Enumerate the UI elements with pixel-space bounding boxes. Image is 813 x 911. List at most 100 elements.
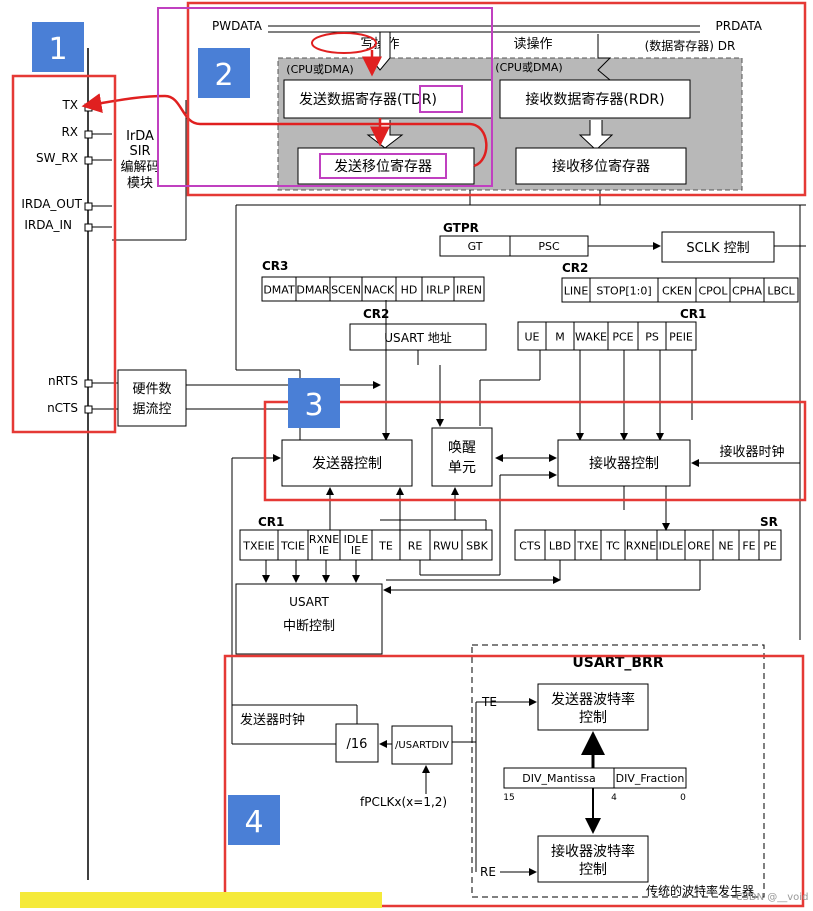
section-2-inner-frame — [157, 7, 493, 187]
bit-0-label: 0 — [680, 793, 686, 803]
flow-control-label-2: 据流控 — [132, 402, 171, 417]
badge-1-text: 1 — [48, 32, 67, 67]
sr-cell-1 — [544, 529, 576, 561]
cr2-cell-4 — [729, 277, 765, 303]
cr3-cell-5 — [421, 276, 455, 302]
badge-4-text: 4 — [244, 805, 263, 840]
badge-3: 3 — [288, 378, 340, 428]
cr3-bit-label-6: IREN — [456, 284, 482, 297]
sr-cell-7 — [712, 529, 740, 561]
irda-label-1: IrDA — [126, 129, 154, 144]
cr3-bit-label-3: NACK — [364, 284, 395, 297]
cr3-cell-3 — [361, 276, 397, 302]
tx-data-path-arrow — [81, 93, 488, 168]
gtpr-gt-label: GT — [468, 240, 483, 253]
sr-cell-0 — [514, 529, 546, 561]
pin-ncts-label: nCTS — [47, 401, 78, 415]
bit-4-label: 4 — [611, 793, 617, 803]
cr1-top-bit-label-5: PEIE — [669, 331, 693, 344]
cr1-bottom-bit-label-0: TXEIE — [242, 540, 274, 553]
pin-tx-label: TX — [61, 98, 78, 112]
cr1-top-cell-5 — [665, 321, 697, 351]
tx-baud-label-2: 控制 — [579, 710, 607, 726]
re-input-label: RE — [480, 865, 496, 879]
highlight-strip — [20, 892, 382, 908]
legacy-baud-label: 传统的波特率发生器 — [646, 883, 754, 898]
cr1-top-cell-4 — [637, 321, 667, 351]
sr-bit-label-4: RXNE — [626, 540, 656, 553]
gtpr-psc-label: PSC — [538, 240, 560, 253]
cr3-bit-label-5: IRLP — [426, 284, 450, 297]
cr1-bottom-bit-label-3-0: IDLE — [344, 533, 369, 546]
watermark: CSDN @__void — [736, 892, 809, 903]
sr-cell-2 — [574, 529, 602, 561]
cr1-bottom-bit-label-2-1: IE — [319, 544, 329, 557]
section-3-frame — [263, 400, 807, 502]
usartdiv-block — [391, 725, 453, 765]
div-fraction-field — [613, 767, 687, 789]
bit-15-label: 15 — [503, 793, 514, 803]
pin-sw-rx-label: SW_RX — [36, 151, 78, 165]
cr1-bottom-bit-label-6: RWU — [433, 540, 459, 553]
cr2-bit-label-0: LINE — [564, 285, 589, 298]
sr-cell-4 — [624, 529, 658, 561]
rx-baud-label-1: 接收器波特率 — [551, 843, 635, 860]
cr2-cell-1 — [589, 277, 659, 303]
cpu-dma-left-label: (CPU或DMA) — [286, 63, 353, 76]
div16-label: /16 — [347, 737, 368, 752]
div-fraction-label: DIV_Fraction — [616, 772, 685, 785]
cr1-top-bit-label-0: UE — [524, 331, 539, 344]
tx-clock-label: 发送器时钟 — [240, 712, 305, 728]
cr2-cell-0 — [561, 277, 591, 303]
cr1-top-bit-label-3: PCE — [612, 331, 633, 344]
cr1-bottom-cell-5 — [399, 529, 431, 561]
pin-nrts-pad — [84, 379, 93, 388]
tx-baud-label-1: 发送器波特率 — [551, 691, 635, 708]
irda-label-2: SIR — [129, 144, 150, 159]
usart-address-block — [349, 323, 487, 351]
cr3-bit-label-0: DMAT — [263, 284, 295, 297]
sr-bit-label-0: CTS — [519, 540, 540, 553]
flow-control-label-1: 硬件数 — [132, 382, 171, 397]
cr3-bit-label-1: DMAR — [296, 284, 329, 297]
write-op-highlight — [311, 32, 377, 54]
cr1-bottom-cell-1 — [277, 529, 309, 561]
sr-bit-label-9: PE — [763, 540, 777, 553]
badge-4-shape — [228, 795, 280, 845]
pin-irda-out-label: IRDA_OUT — [21, 197, 82, 211]
pin-rx-pad — [84, 130, 93, 139]
tx-shift-highlight — [319, 153, 447, 179]
interrupt-control-label-2: 中断控制 — [283, 619, 335, 634]
cr1-top-cell-3 — [607, 321, 639, 351]
pin-irda-in-label: IRDA_IN — [24, 218, 72, 232]
cr2-bit-label-2: CKEN — [662, 285, 692, 298]
cr1-bottom-cell-6 — [429, 529, 463, 561]
cr1-bottom-bit-label-3-1: IE — [351, 544, 361, 557]
sr-cell-5 — [656, 529, 686, 561]
pin-sw-rx-pad — [84, 156, 93, 165]
cr3-cell-6 — [453, 276, 485, 302]
cr3-cell-2 — [329, 276, 363, 302]
div-mantissa-label: DIV_Mantissa — [522, 772, 596, 785]
sclk-control-label: SCLK 控制 — [686, 241, 749, 256]
badge-2-text: 2 — [214, 58, 233, 93]
section-1-frame — [11, 74, 117, 434]
badge-2: 2 — [198, 48, 250, 98]
rx-shift-register — [515, 147, 687, 185]
cr1-bottom-bit-label-1: TCIE — [280, 540, 305, 553]
wake-unit-label-1: 唤醒 — [448, 439, 476, 456]
cr3-cell-4 — [395, 276, 423, 302]
sclk-control-block — [661, 231, 775, 263]
bus-prdata-label: PRDATA — [716, 19, 763, 33]
pclk-label: fPCLKx(x=1,2) — [360, 795, 447, 809]
sr-bit-label-2: TXE — [576, 540, 598, 553]
rdr-register — [499, 79, 691, 119]
cr1-bottom-cell-7 — [461, 529, 493, 561]
badge-3-text: 3 — [304, 388, 323, 423]
cr1-bottom-cell-2 — [307, 529, 341, 561]
